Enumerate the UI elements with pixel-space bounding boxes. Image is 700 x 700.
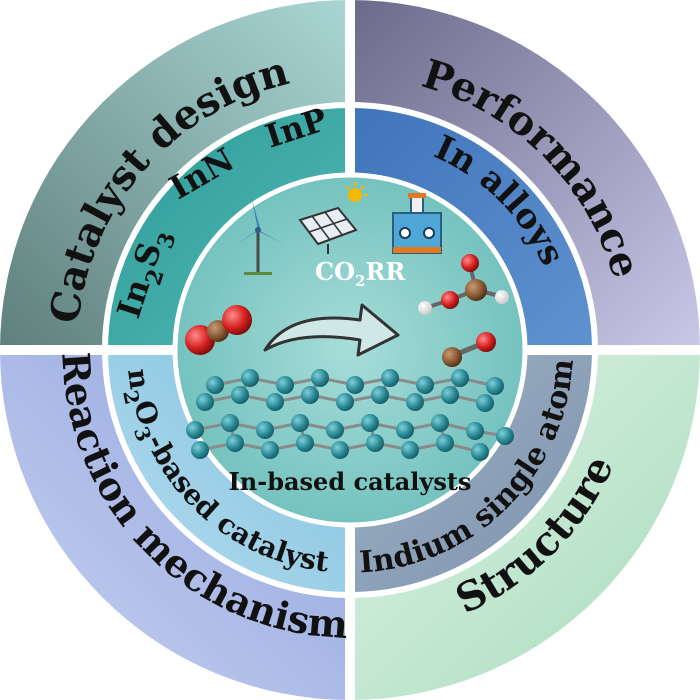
co-molecule bbox=[442, 332, 496, 367]
factory-icon bbox=[392, 193, 442, 254]
label-co2rr: CO2RR bbox=[315, 257, 406, 290]
solar-panel-icon bbox=[298, 206, 358, 254]
arrow-icon bbox=[263, 303, 400, 357]
co2-molecule bbox=[185, 305, 252, 355]
sun-icon bbox=[345, 182, 368, 202]
label-in-based-catalysts: In-based catalysts bbox=[229, 467, 472, 496]
wind-turbine-icon bbox=[234, 200, 284, 275]
formate-molecule bbox=[418, 254, 509, 315]
indium-atoms bbox=[186, 369, 514, 461]
